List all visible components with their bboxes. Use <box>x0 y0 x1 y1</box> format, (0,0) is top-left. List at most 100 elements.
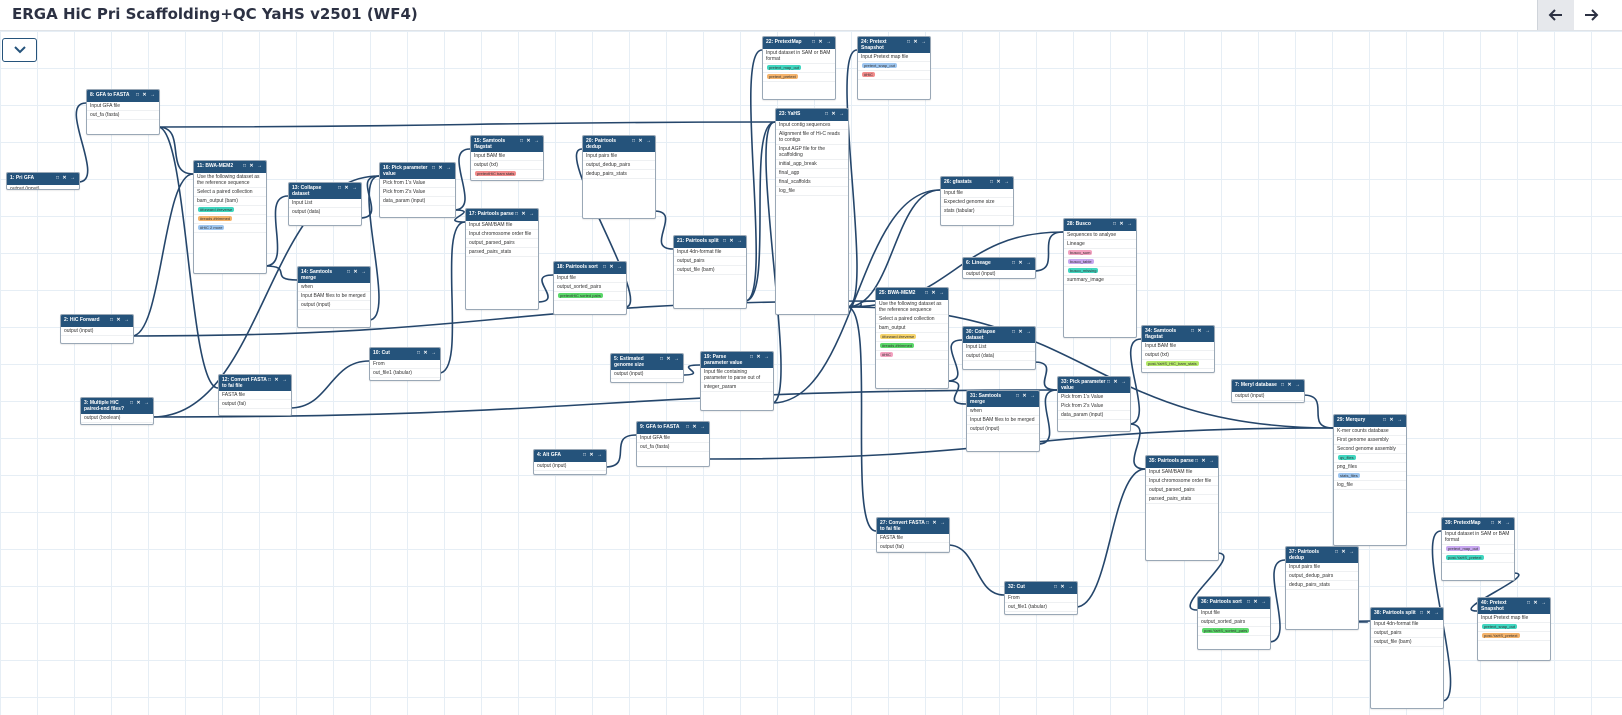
node-port[interactable]: post-YaHS_pretext <box>1442 554 1514 563</box>
node-port[interactable]: Sequences to analyse <box>1064 231 1136 240</box>
node-controls-icon[interactable]: □ ✕ → <box>723 238 743 244</box>
node-title[interactable]: 16: Pick parameter value□ ✕ → <box>380 163 455 179</box>
node-title[interactable]: 18: Pairtools sort□ ✕ → <box>554 262 626 274</box>
node-port[interactable]: #HiC <box>876 351 948 360</box>
workflow-node[interactable]: 3: Multiple HiC paired-end files?□ ✕ →ou… <box>80 397 154 425</box>
workflow-node[interactable]: 25: BWA-MEM2□ ✕ →Use the following datas… <box>875 287 949 389</box>
node-port[interactable]: Input GFA file <box>87 102 159 111</box>
node-title[interactable]: 3: Multiple HiC paired-end files?□ ✕ → <box>81 398 153 414</box>
node-port[interactable]: Input 4dn-format file <box>674 248 746 257</box>
node-controls-icon[interactable]: □ ✕ → <box>1247 599 1267 605</box>
workflow-node[interactable]: 17: Pairtools parse□ ✕ →Input SAM/BAM fi… <box>465 208 539 310</box>
workflow-node[interactable]: 19: Parse parameter value□ ✕ →Input file… <box>700 351 774 411</box>
node-title[interactable]: 29: Merqury□ ✕ → <box>1334 415 1406 427</box>
node-port[interactable]: #HiC <box>858 71 930 80</box>
workflow-node[interactable]: 22: PretextMap□ ✕ →Input dataset in SAM … <box>762 36 836 100</box>
node-port[interactable]: integer_param <box>701 383 773 392</box>
node-port[interactable]: log_file <box>776 187 848 196</box>
workflow-node[interactable]: 7: Meryl database□ ✕ →output (input) <box>1231 379 1305 403</box>
node-port[interactable]: output_dedup_pairs <box>583 161 655 170</box>
node-title[interactable]: 36: Pairtools sort□ ✕ → <box>1198 597 1270 609</box>
node-port[interactable]: busco_table <box>1064 258 1136 267</box>
node-port[interactable]: output (fai) <box>877 543 949 552</box>
node-port[interactable]: out_fa (fasta) <box>637 443 709 452</box>
node-title[interactable]: 39: PretextMap□ ✕ → <box>1442 518 1514 530</box>
node-port[interactable]: output (data) <box>963 352 1035 361</box>
node-port[interactable]: final_agp <box>776 169 848 178</box>
node-port[interactable]: Input BAM file <box>1142 342 1214 351</box>
node-controls-icon[interactable]: □ ✕ → <box>1491 520 1511 526</box>
node-title[interactable]: 27: Convert FASTA to fai file□ ✕ → <box>877 518 949 534</box>
node-port[interactable]: output_pairs <box>1371 629 1443 638</box>
node-title[interactable]: 7: Meryl database□ ✕ → <box>1232 380 1304 392</box>
node-port[interactable]: Pick from 1's Value <box>380 179 455 188</box>
node-port[interactable]: #reads #trimmed <box>194 215 266 224</box>
node-port[interactable]: output (input) <box>61 327 133 336</box>
node-title[interactable]: 5: Estimated genome size□ ✕ → <box>611 354 683 370</box>
node-port[interactable]: pretext_pretext <box>763 73 835 82</box>
node-controls-icon[interactable]: □ ✕ → <box>603 264 623 270</box>
node-port[interactable]: when <box>298 283 370 292</box>
node-port[interactable]: output_sorted_pairs <box>554 283 626 292</box>
node-title[interactable]: 35: Pairtools parse□ ✕ → <box>1146 456 1218 468</box>
node-port[interactable]: pretextHiC bam stats <box>471 170 543 179</box>
node-title[interactable]: 4: Alt GFA□ ✕ → <box>534 450 606 462</box>
node-port[interactable]: Input pairs file <box>1286 563 1358 572</box>
workflow-node[interactable]: 35: Pairtools parse□ ✕ →Input SAM/BAM fi… <box>1145 455 1219 561</box>
node-controls-icon[interactable]: □ ✕ → <box>1191 328 1211 334</box>
node-controls-icon[interactable]: □ ✕ → <box>990 179 1010 185</box>
node-title[interactable]: 11: BWA-MEM2□ ✕ → <box>194 161 266 173</box>
node-title[interactable]: 15: Samtools flagstat□ ✕ → <box>471 136 543 152</box>
workflow-node[interactable]: 4: Alt GFA□ ✕ →output (input) <box>533 449 607 475</box>
node-port[interactable]: busco_sum <box>1064 249 1136 258</box>
node-port[interactable]: K-mer counts database <box>1334 427 1406 436</box>
node-port[interactable]: Input file <box>1198 609 1270 618</box>
workflow-node[interactable]: 12: Convert FASTA to fai file□ ✕ →FASTA … <box>218 374 292 416</box>
node-port[interactable]: output (txt) <box>471 161 543 170</box>
node-port[interactable]: output (input) <box>963 270 1035 278</box>
node-port[interactable]: From <box>1005 594 1077 603</box>
node-port[interactable]: post-YaHS_sorted_pairs <box>1198 627 1270 636</box>
node-port[interactable]: stats_files <box>1334 472 1406 481</box>
node-controls-icon[interactable]: □ ✕ → <box>347 269 367 275</box>
forward-button[interactable] <box>1573 0 1609 30</box>
node-port[interactable]: Select a paired collection <box>876 315 948 324</box>
node-port[interactable]: dedup_pairs_stats <box>583 170 655 179</box>
node-title[interactable]: 6: Lineage□ ✕ → <box>963 258 1035 270</box>
node-title[interactable]: 32: Cut□ ✕ → <box>1005 582 1077 594</box>
node-port[interactable]: #reads #trimmed <box>876 342 948 351</box>
node-port[interactable]: output (input) <box>611 370 683 379</box>
node-port[interactable]: Lineage <box>1064 240 1136 249</box>
node-port[interactable]: From <box>370 360 440 369</box>
node-controls-icon[interactable]: □ ✕ → <box>520 138 540 144</box>
node-title[interactable]: 33: Pick parameter value□ ✕ → <box>1058 377 1130 393</box>
node-port[interactable]: dedup_pairs_stats <box>1286 581 1358 590</box>
node-port[interactable]: pretext_snap_out <box>858 62 930 71</box>
workflow-node[interactable]: 40: Pretext Snapshot□ ✕ →Input Pretext m… <box>1477 597 1551 661</box>
node-controls-icon[interactable]: □ ✕ → <box>432 165 452 171</box>
node-port[interactable]: Input Pretext map file <box>1478 614 1550 623</box>
node-port[interactable]: initial_agp_break <box>776 160 848 169</box>
workflow-node[interactable]: 33: Pick parameter value□ ✕ →Pick from 1… <box>1057 376 1131 432</box>
node-port[interactable]: output (data) <box>289 208 361 217</box>
node-controls-icon[interactable]: □ ✕ → <box>268 377 288 383</box>
node-controls-icon[interactable]: □ ✕ → <box>136 92 156 98</box>
workflow-node[interactable]: 34: Samtools flagstat□ ✕ →Input BAM file… <box>1141 325 1215 373</box>
workflow-node[interactable]: 39: PretextMap□ ✕ →Input dataset in SAM … <box>1441 517 1515 581</box>
workflow-node[interactable]: 27: Convert FASTA to fai file□ ✕ →FASTA … <box>876 517 950 553</box>
node-port[interactable]: summary_image <box>1064 276 1136 285</box>
node-port[interactable]: output_pairs <box>674 257 746 266</box>
node-port[interactable]: Input 4dn-format file <box>1371 620 1443 629</box>
node-title[interactable]: 21: Pairtools split□ ✕ → <box>674 236 746 248</box>
workflow-node[interactable]: 16: Pick parameter value□ ✕ →Pick from 1… <box>379 162 456 218</box>
node-controls-icon[interactable]: □ ✕ → <box>243 163 263 169</box>
node-port[interactable]: final_scaffolds <box>776 178 848 187</box>
node-title[interactable]: 22: PretextMap□ ✕ → <box>763 37 835 49</box>
node-port[interactable]: output (input) <box>534 462 606 471</box>
node-controls-icon[interactable]: □ ✕ → <box>660 356 680 362</box>
node-port[interactable]: Input contig sequences <box>776 121 848 130</box>
